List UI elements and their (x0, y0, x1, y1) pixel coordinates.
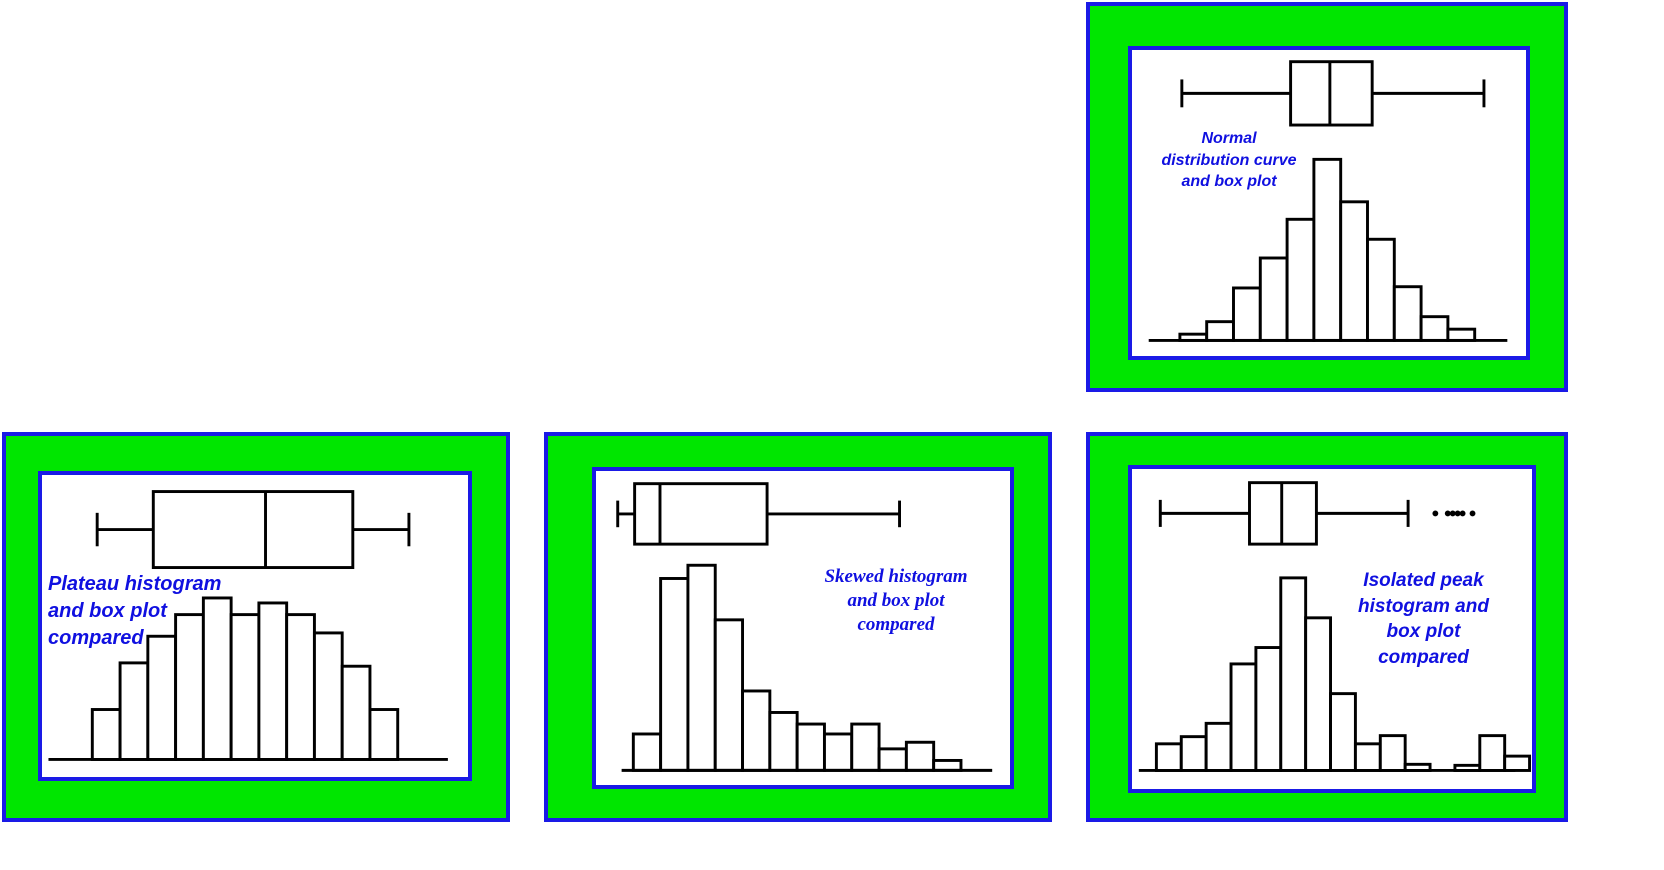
boxplot-outlier-point (1449, 510, 1456, 517)
histogram-bar (1304, 616, 1332, 772)
caption-line: compared (1378, 646, 1469, 668)
caption-line: and box plot (48, 600, 167, 622)
caption-line: Plateau histogram (48, 573, 222, 595)
isolated-chart-svg (1138, 481, 1532, 772)
boxplot-box (633, 482, 769, 546)
histogram-bar (340, 664, 372, 761)
histogram-bar (713, 618, 745, 772)
histogram-bar (1285, 217, 1316, 342)
isolated-caption: Isolated peak histogram and box plot com… (1336, 568, 1511, 671)
histogram-bar (229, 613, 261, 761)
histogram-bar (1446, 327, 1477, 342)
plateau-panel-frame: Plateau histogram and box plot compared (2, 432, 510, 822)
normal-panel-frame: Normal distribution curve and box plot (1086, 2, 1568, 392)
histogram-bar (1154, 742, 1183, 772)
skewed-caption: Skewed histogram and box plot compared (796, 565, 996, 636)
histogram-bar (1478, 734, 1507, 772)
histogram-bar (768, 711, 799, 772)
caption-line: Normal (1201, 130, 1257, 147)
histogram-bar (1378, 734, 1407, 772)
histogram-bar (201, 596, 233, 761)
caption-line: compared (48, 627, 144, 649)
histogram-bar (1329, 692, 1357, 772)
caption-line: box plot (1386, 621, 1461, 643)
histogram-bar (631, 732, 663, 772)
boxplot-outlier-point (1444, 510, 1451, 517)
caption-line: Skewed histogram (824, 566, 968, 587)
normal-caption: Normal distribution curve and box plot (1144, 128, 1314, 193)
boxplot-box (1289, 60, 1374, 127)
boxplot-box (151, 490, 355, 570)
boxplot-outlier-point (1459, 510, 1466, 517)
histogram-bar (285, 613, 316, 761)
skewed-chart-svg (616, 482, 993, 772)
caption-line: compared (857, 613, 935, 635)
histogram-bar (312, 631, 344, 761)
histogram-bar (368, 708, 400, 761)
histogram-bar (1366, 237, 1396, 342)
histogram-bar (686, 563, 717, 772)
histogram-bar (822, 732, 854, 772)
caption-line: distribution curve (1161, 151, 1297, 169)
isolated-panel-frame: Isolated peak histogram and box plot com… (1086, 432, 1568, 822)
histogram-bar (1229, 662, 1258, 772)
histogram-bar (741, 689, 772, 772)
histogram-bar (1279, 576, 1308, 772)
histogram-bar (795, 722, 826, 772)
histogram-bar (1232, 286, 1262, 342)
boxplot-outlier-point (1454, 510, 1461, 517)
normal-chart-svg (1148, 60, 1508, 342)
histogram-bar (1179, 735, 1208, 772)
histogram-bar (1392, 285, 1423, 342)
histogram-bar (1312, 157, 1343, 342)
histogram-bar (932, 758, 963, 772)
skewed-panel-chart: Skewed histogram and box plot compared (592, 467, 1014, 789)
caption-line: and box plot (847, 589, 945, 611)
histogram-bar (659, 577, 690, 772)
histogram-bar (877, 747, 908, 772)
histogram-bar (90, 708, 122, 761)
skewed-panel-frame: Skewed histogram and box plot compared (544, 432, 1052, 822)
boxplot-outlier-point (1432, 510, 1439, 517)
plateau-chart-svg (48, 490, 448, 761)
histogram-bar (904, 740, 936, 772)
isolated-panel-chart: Isolated peak histogram and box plot com… (1128, 465, 1536, 793)
caption-line: and box plot (1181, 173, 1277, 191)
normal-panel-chart: Normal distribution curve and box plot (1128, 46, 1530, 360)
histogram-bar (1258, 256, 1289, 342)
histogram-bar (1205, 320, 1235, 342)
caption-line: histogram and (1358, 595, 1489, 617)
histogram-bar (118, 661, 150, 761)
histogram-bar (257, 601, 289, 761)
histogram-bar (1419, 315, 1450, 342)
plateau-caption: Plateau histogram and box plot compared (48, 571, 221, 652)
histogram-bar (850, 722, 881, 772)
histogram-bar (1353, 742, 1382, 772)
caption-line: Isolated peak (1363, 570, 1484, 591)
histogram-bar (1254, 646, 1283, 772)
boxplot-outlier-point (1469, 510, 1476, 517)
histogram-bar (146, 634, 178, 761)
histogram-bar (1339, 200, 1369, 342)
histogram-bar (1204, 721, 1233, 772)
histogram-bar (1503, 754, 1532, 772)
plateau-panel-chart: Plateau histogram and box plot compared (38, 471, 472, 781)
